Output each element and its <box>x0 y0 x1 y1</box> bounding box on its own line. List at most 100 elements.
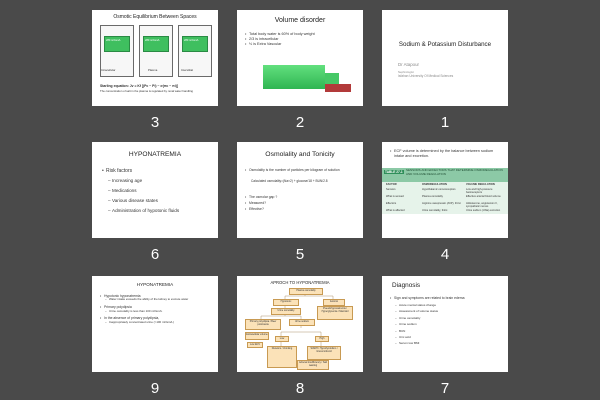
bullet: 2/3 is intracellular <box>245 37 355 42</box>
sub-bullet: Assessment of volume status <box>395 308 501 315</box>
slide-thumbnail-9[interactable]: HYPONATREMIA Hypotonic hyponatremia Wate… <box>92 276 218 372</box>
starling-equation: Starling equation: Jv = Kf [(Pc − Pi) − … <box>100 84 178 88</box>
slide-5-questions: The osmolar gap ? Measured? Effective? <box>245 195 357 212</box>
table-cell: Urine sodium (UNa) excretion <box>466 209 501 212</box>
slide-number-7: 7 <box>440 380 450 397</box>
slide-thumbnail-2[interactable]: Volume disorder Total body water is 60% … <box>237 10 363 106</box>
table-cell: Aldosterone, angiotensin II, sympathetic… <box>466 202 498 209</box>
slide-thumbnail-4[interactable]: ECF volume is determined by the balance … <box>382 142 508 238</box>
table-col-header-2: OSMOREGULATION <box>422 183 447 186</box>
flow-box-hypotonic: Hypotonic <box>273 299 299 306</box>
slide-1-title: Sodium & Potassium Disturbance <box>398 41 492 48</box>
table-cell: Sensors <box>386 188 396 191</box>
slide-number-6: 6 <box>150 246 160 263</box>
slide-number-2: 2 <box>295 114 305 131</box>
table-col-header-3: VOLUME REGULATION <box>466 183 495 186</box>
green-bar-large <box>263 65 325 89</box>
slide-thumbnail-3[interactable]: Osmotic Equilibrium Between Spaces 280 m… <box>92 10 218 106</box>
bullet: Primary polydipsia <box>100 305 212 310</box>
flow-box-adrenal: Adrenal insufficiency / Salt wasting <box>297 360 329 370</box>
slide-9-body: Hypotonic hyponatremia Water intake exce… <box>100 294 212 325</box>
slide-thumbnail-1[interactable]: Sodium & Potassium Disturbance Dr Atapou… <box>382 10 508 106</box>
bullet: Risk factors <box>102 168 212 175</box>
slide-8-title: APROCH TO HYPONATREMIA <box>270 280 330 285</box>
bullet: ⅓ is Extra Vascular <box>245 42 355 47</box>
bullet: Hypotonic hyponatremia <box>100 294 212 299</box>
slide-2-bullets: Total body water is 60% of body weight 2… <box>245 32 355 48</box>
sub-bullet: Various disease states <box>108 196 212 206</box>
flow-box-plasma-osmolality: Plasma osmolality <box>289 288 323 295</box>
slide-number-3: 3 <box>150 114 160 131</box>
flow-box-siadh: SIADH / Hypothyroidism / Glucocorticoid <box>307 346 341 360</box>
compartment-label-1: Intracellular <box>101 68 116 72</box>
slide-7-bullets: Sign and symptoms are related to brain e… <box>390 296 502 301</box>
slide-2-title: Volume disorder <box>274 17 326 24</box>
flow-box-polydipsia: Primary polydipsia / Beer potomania <box>245 319 281 330</box>
flow-box-ecv: Extracellular volume <box>245 332 269 340</box>
red-bar <box>325 84 351 92</box>
slide-thumbnail-7[interactable]: Diagnosis Sign and symptoms are related … <box>382 276 508 372</box>
bullet: In the absence of primary polydipsia, <box>100 316 212 321</box>
table-cell: Arginine vasopressin (AVP), thirst <box>422 202 461 205</box>
flow-box-urine-sodium: Urine sodium <box>289 319 315 326</box>
sub-bullet: Urine osmolality is less than 100 mOsm/L <box>105 309 212 314</box>
table-header-band <box>382 168 508 182</box>
bullet: The osmolar gap ? <box>245 195 357 201</box>
table-cell: Plasma osmolality <box>422 195 443 198</box>
sub-bullet: Inappropriately concentrated urine (>100… <box>105 320 212 325</box>
slide-number-5: 5 <box>295 246 305 263</box>
slide-number-1: 1 <box>440 114 450 131</box>
sub-bullet: BUN <box>395 328 501 335</box>
flow-box-pseudo: Pseudohyponatremia / Hyperglycemia / Man… <box>317 306 353 320</box>
table-cell: What is sensed <box>386 195 404 198</box>
table-cell: Effectors <box>386 202 397 205</box>
slide-5-lines: Osmolality is the number of particles pe… <box>245 168 357 173</box>
table-cell: Low and high-pressure baroreceptors <box>466 188 493 195</box>
sub-bullet: Increasing age <box>108 176 212 186</box>
sub-bullet: Medications <box>108 186 212 196</box>
bullet: Measured? <box>245 201 357 207</box>
table-label: TABLE 27-1 <box>384 170 404 174</box>
slide-3-note: The concentration of salt in the plasma … <box>100 89 193 93</box>
slide-9-title: HYPONATREMIA <box>136 282 174 287</box>
flow-box-diuretics: Diuretics / Vomiting <box>267 346 297 368</box>
bullet: Total body water is 60% of body weight <box>245 32 355 37</box>
slide-number-8: 8 <box>295 380 305 397</box>
slide-1-university: Isfahan University Of Medical Sciences <box>398 74 454 78</box>
osm-box-3: 280 mOsm/L <box>182 36 208 52</box>
flow-box-urine-osmolality: Urine osmolality <box>271 308 301 315</box>
slide-number-4: 4 <box>440 246 450 263</box>
slide-thumbnail-5[interactable]: Osmolality and Tonicity Osmolality is th… <box>237 142 363 238</box>
sub-bullet: Urine osmolality <box>395 315 501 322</box>
table-cell: Effective arterial blood volume <box>466 195 501 198</box>
slide-6-title: HYPONATREMIA <box>128 151 182 158</box>
slide-thumbnail-8[interactable]: APROCH TO HYPONATREMIA Plasma osmolality… <box>237 276 363 372</box>
compartment-label-2: Plasma <box>148 68 158 72</box>
sub-bullet: Administration of hypotonic fluids <box>108 206 212 216</box>
slide-thumbnail-6[interactable]: HYPONATREMIA Risk factors Increasing age… <box>92 142 218 238</box>
sub-bullet: Uric acid <box>395 334 501 341</box>
table-col-header-1: FACTOR <box>386 183 397 186</box>
flow-box-low: Low <box>275 336 289 342</box>
table-title: SENSORS AND EFFECTORS THAT DETERMINE OSM… <box>406 168 503 176</box>
slide-1-dept: Nephrologist <box>398 70 414 74</box>
slide-5-title: Osmolality and Tonicity <box>265 151 335 158</box>
slide-7-subbullets: Acute mental status change Assessment of… <box>395 302 501 347</box>
slide-7-title: Diagnosis <box>392 282 421 289</box>
bullet: ECF volume is determined by the balance … <box>390 149 502 159</box>
sub-bullet: Urine sodium <box>395 321 501 328</box>
flow-box-high: High <box>315 336 329 342</box>
table-cell: What is affected <box>386 209 405 212</box>
table-cell: Hypothalamic osmoreceptors <box>422 188 456 191</box>
osm-box-1: 280 mOsm/L <box>104 36 130 52</box>
sub-bullet: Serum low BMI <box>395 340 501 347</box>
sub-bullet: Acute mental status change <box>395 302 501 309</box>
slide-6-subbullets: Increasing age Medications Various disea… <box>108 176 212 216</box>
table-cell: Urine osmolality, thirst <box>422 209 448 212</box>
flow-box-isotonic: Isotonic <box>323 299 345 306</box>
flow-box-low-ecv: Low ECV <box>247 342 263 348</box>
sub-bullet: Water intake exceeds the ability of the … <box>105 298 212 302</box>
osm-box-2: 280 mOsm/L <box>143 36 169 52</box>
slide-4-intro: ECF volume is determined by the balance … <box>390 149 502 159</box>
bullet: Effective? <box>245 207 357 213</box>
